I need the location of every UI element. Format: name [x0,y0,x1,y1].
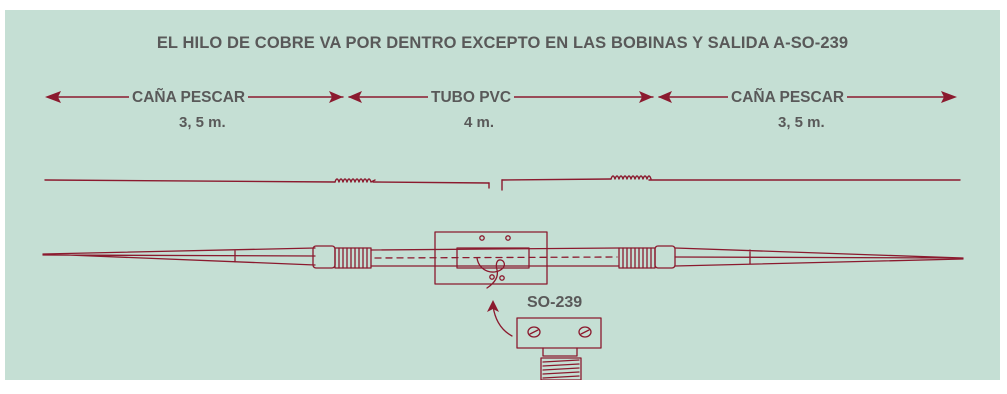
pointer-arrow [492,305,513,337]
coil-left-turns [338,247,368,269]
arrowhead-right-end [941,91,957,103]
coil-right-body [618,247,656,269]
connector-flange [516,317,602,349]
arrowhead-seg2-right [639,91,653,103]
segment-3-name: CAÑA PESCAR [728,89,848,107]
segment-3-length: 3, 5 m. [778,114,825,131]
ferrule-right [654,245,676,269]
arrowhead-seg1-right [329,91,343,103]
connector-thread [540,357,582,380]
pointer-arrowhead [487,300,499,312]
pvc-tube [370,247,620,267]
coil-left-body [334,247,372,269]
dimension-arrows [45,91,957,103]
segment-2-name: TUBO PVC [428,89,515,107]
segment-2-length: 4 m. [464,114,495,131]
diagram-canvas: EL HILO DE COBRE VA POR DENTRO EXCEPTO E… [5,10,1000,380]
antenna-assembly [42,231,964,380]
coil-right-turns [622,247,652,269]
diagram-title: EL HILO DE COBRE VA POR DENTRO EXCEPTO E… [156,34,849,52]
connector-body [542,347,578,357]
feed-loop [476,257,505,289]
ferrule-left [312,245,336,269]
tube-dashes [374,256,618,259]
arrowhead-left-end [45,91,61,103]
rod-left [42,247,316,266]
antenna-drawing [42,91,964,380]
mounting-plate [434,231,548,285]
segment-1-length: 3, 5 m. [179,114,226,131]
segment-1-name: CAÑA PESCAR [129,89,249,107]
arrowhead-seg3-left [658,91,672,103]
center-box [456,247,530,269]
rod-right [674,247,964,267]
wire-coil-left [334,178,376,183]
arrowhead-seg2-left [348,91,362,103]
wire-sketch [44,175,961,191]
connector-label: SO-239 [527,294,583,311]
wire-coil-right [610,175,652,180]
